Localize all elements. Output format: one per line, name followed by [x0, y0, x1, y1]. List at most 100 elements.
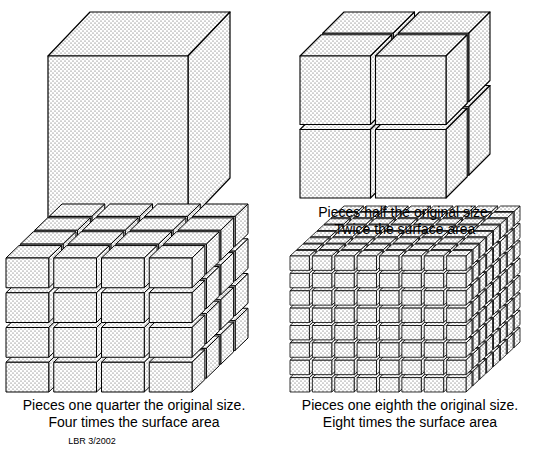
cube-face [380, 256, 399, 270]
cube-face [235, 308, 248, 350]
cube-face [446, 35, 467, 125]
cube-face [507, 317, 513, 337]
cube-face [493, 329, 499, 349]
cube-face [357, 308, 376, 322]
cube-face [514, 328, 520, 348]
cube-face [335, 360, 354, 374]
caption-line: Four times the surface area [48, 414, 219, 430]
cube-face [480, 255, 486, 275]
cube-face [380, 343, 399, 357]
cube-face [500, 340, 506, 360]
cube-face [335, 256, 354, 270]
cube-face [514, 206, 520, 226]
cube-face [500, 323, 506, 343]
cube-face [402, 343, 421, 357]
cube-face [206, 336, 219, 378]
cube-face [493, 242, 499, 262]
cube-face [447, 308, 466, 322]
cube-face [192, 315, 205, 357]
cube-face [102, 293, 145, 323]
cube-face [500, 306, 506, 326]
cube-face [102, 362, 145, 392]
cube-face [447, 326, 466, 340]
half-pieces [300, 12, 490, 198]
cube-face [290, 378, 309, 392]
cube-face [54, 362, 97, 392]
cube-face [290, 256, 309, 270]
cube-face [48, 56, 188, 222]
cube-face [447, 343, 466, 357]
cube-face [424, 343, 443, 357]
cube-face [487, 249, 493, 269]
cube-face [376, 56, 447, 125]
cube-face [235, 274, 248, 316]
cube-face [6, 328, 49, 358]
cube-face [335, 308, 354, 322]
cube-face [206, 301, 219, 343]
cube-face [514, 223, 520, 243]
cube-face [493, 260, 499, 280]
cube-face [402, 256, 421, 270]
cube-face [312, 378, 331, 392]
cube-face [149, 328, 192, 358]
cube-face [466, 372, 472, 392]
eighth-pieces [290, 206, 520, 392]
cube-face [380, 326, 399, 340]
cube-face [380, 291, 399, 305]
cube-face [357, 273, 376, 287]
cube-face [493, 277, 499, 297]
cube-face [192, 350, 205, 392]
cube-face [357, 256, 376, 270]
cube-face [480, 342, 486, 362]
caption-line: Eight times the surface area [323, 414, 497, 430]
cube-face [424, 326, 443, 340]
caption-line: Pieces half the original size. [318, 204, 492, 220]
cube-face [235, 239, 248, 281]
cube-face [290, 360, 309, 374]
cube-face [447, 291, 466, 305]
cube-face [514, 258, 520, 278]
cube-face [221, 287, 234, 329]
cube-face [473, 314, 479, 334]
cube-face [6, 362, 49, 392]
cube-face [514, 293, 520, 313]
cube-face [447, 360, 466, 374]
cube-face [335, 291, 354, 305]
cube-face [473, 331, 479, 351]
cube-face [402, 326, 421, 340]
cube-face [493, 225, 499, 245]
cube-face [312, 326, 331, 340]
cube-face [380, 273, 399, 287]
cube-face [480, 238, 486, 258]
cube-face [188, 12, 230, 222]
cube-face [480, 359, 486, 379]
cube-face [380, 360, 399, 374]
cube-face [487, 353, 493, 373]
cube-face [290, 326, 309, 340]
cube-face [473, 262, 479, 282]
cube-face [402, 291, 421, 305]
cube-face [500, 288, 506, 308]
cube-face [447, 273, 466, 287]
cube-face [402, 378, 421, 392]
cube-face [424, 378, 443, 392]
cube-face [487, 266, 493, 286]
cube-face [473, 244, 479, 264]
cube-face [357, 326, 376, 340]
cube-face [192, 246, 205, 288]
cube-face [357, 360, 376, 374]
cube-face [466, 337, 472, 357]
cube-face [507, 299, 513, 319]
cube-face [500, 219, 506, 239]
cube-face [357, 343, 376, 357]
cube-face [312, 273, 331, 287]
cube-face [424, 360, 443, 374]
cube-face [514, 241, 520, 261]
cube-face [507, 247, 513, 267]
cube-face [149, 258, 192, 288]
cube-face [507, 264, 513, 284]
cube-face [500, 236, 506, 256]
cube-face [473, 279, 479, 299]
cube-face [312, 308, 331, 322]
cube-face [54, 293, 97, 323]
